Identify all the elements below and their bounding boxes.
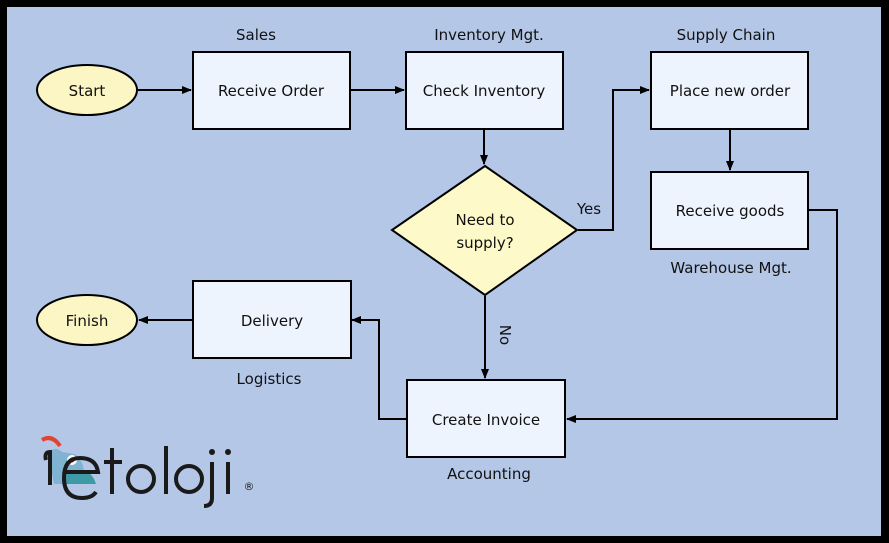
check-inventory-node[interactable]: Check Inventory [405, 51, 564, 130]
lane-label-accounting: Accounting [447, 465, 531, 483]
create-invoice-node[interactable]: Create Invoice [406, 379, 566, 458]
netoloji-logo: ® [40, 436, 255, 508]
lane-label-logistics: Logistics [237, 370, 302, 388]
start-node[interactable]: Start [36, 64, 138, 116]
need-supply-decision-node[interactable]: Need to supply? [390, 164, 579, 297]
flowchart-canvas: Start Finish Receive Order Check Invento… [7, 7, 881, 536]
place-order-node[interactable]: Place new order [650, 51, 809, 130]
edge-create-invoice-to-delivery [351, 316, 406, 420]
delivery-label: Delivery [241, 312, 303, 330]
registered-mark: ® [244, 480, 255, 493]
receive-order-node[interactable]: Receive Order [192, 51, 351, 130]
decision-label-line1: Need to [455, 211, 514, 229]
edge-decision-yes-to-place-order [578, 86, 650, 231]
finish-label: Finish [66, 312, 109, 330]
no-edge-label: No [496, 325, 514, 345]
flowchart-svg: Start Finish Receive Order Check Invento… [36, 26, 838, 508]
delivery-node[interactable]: Delivery [192, 280, 352, 359]
edge-receive-goods-to-create-invoice [566, 209, 838, 423]
place-order-label: Place new order [670, 82, 791, 100]
lane-label-sales: Sales [236, 26, 276, 44]
lane-label-warehouse: Warehouse Mgt. [670, 259, 791, 277]
receive-goods-node[interactable]: Receive goods [650, 171, 809, 250]
start-label: Start [69, 82, 106, 100]
finish-node[interactable]: Finish [36, 294, 138, 346]
lane-label-inventory: Inventory Mgt. [434, 26, 544, 44]
decision-label-line2: supply? [456, 234, 513, 252]
check-inventory-label: Check Inventory [423, 82, 546, 100]
receive-goods-label: Receive goods [676, 202, 785, 220]
yes-edge-label: Yes [576, 200, 601, 218]
receive-order-label: Receive Order [218, 82, 325, 100]
create-invoice-label: Create Invoice [432, 411, 540, 429]
lane-label-supply-chain: Supply Chain [677, 26, 776, 44]
